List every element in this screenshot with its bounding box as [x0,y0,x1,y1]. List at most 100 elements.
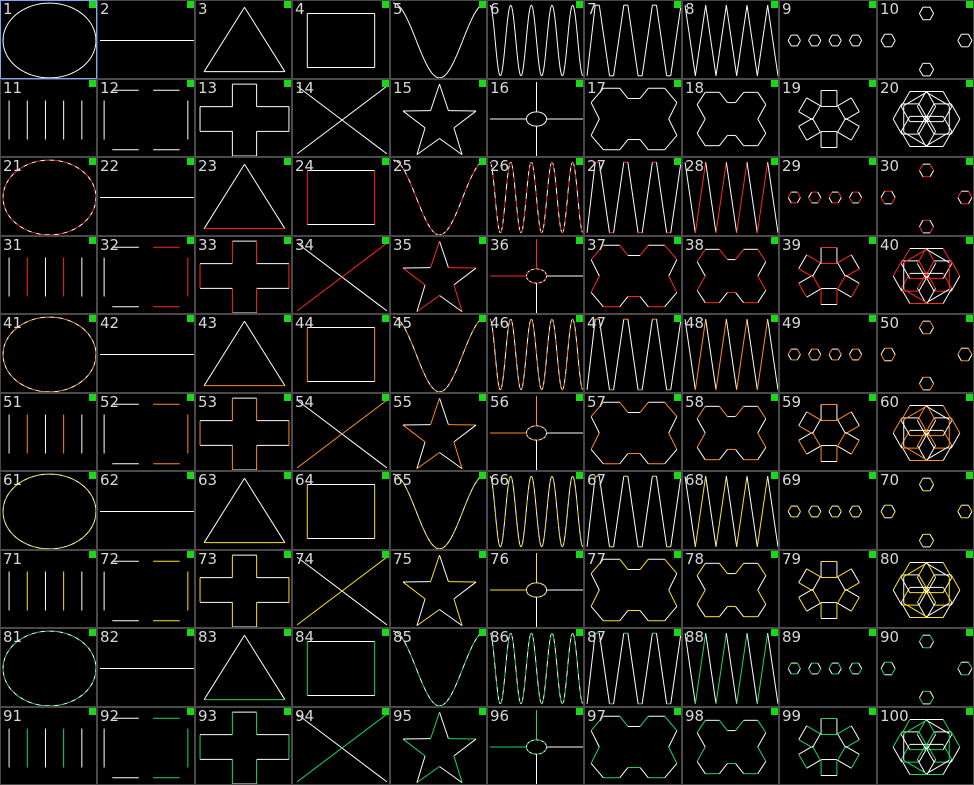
shape-cell-56[interactable]: 56 [487,393,584,471]
shape-cell-22[interactable]: 22 [97,157,195,236]
shape-cell-2[interactable]: 2 [97,0,195,79]
shape-cell-99[interactable]: 99 [779,707,877,785]
shape-cell-5[interactable]: 5 [390,0,487,79]
shape-cell-73[interactable]: 73 [195,550,292,628]
shape-cell-46[interactable]: 46 [487,314,584,393]
shape-cell-79[interactable]: 79 [779,550,877,628]
shape-cell-57[interactable]: 57 [584,393,682,471]
shape-cell-77[interactable]: 77 [584,550,682,628]
shape-cell-7[interactable]: 7 [584,0,682,79]
shape-cell-66[interactable]: 66 [487,471,584,550]
shape-cell-19[interactable]: 19 [779,79,877,157]
shape-cell-55[interactable]: 55 [390,393,487,471]
shape-cell-28[interactable]: 28 [682,157,779,236]
shape-cell-26[interactable]: 26 [487,157,584,236]
shape-cell-67[interactable]: 67 [584,471,682,550]
shape-cell-62[interactable]: 62 [97,471,195,550]
shape-cell-1[interactable]: 1 [0,0,97,79]
shape-cell-14[interactable]: 14 [292,79,390,157]
shape-cell-81[interactable]: 81 [0,628,97,707]
shape-cell-29[interactable]: 29 [779,157,877,236]
shape-cell-15[interactable]: 15 [390,79,487,157]
shape-cell-38[interactable]: 38 [682,236,779,314]
shape-cell-94[interactable]: 94 [292,707,390,785]
shape-cell-82[interactable]: 82 [97,628,195,707]
shape-cell-39[interactable]: 39 [779,236,877,314]
shape-cell-17[interactable]: 17 [584,79,682,157]
shape-cell-60[interactable]: 60 [877,393,974,471]
shape-cell-74[interactable]: 74 [292,550,390,628]
shape-cell-72[interactable]: 72 [97,550,195,628]
shape-cell-6[interactable]: 6 [487,0,584,79]
shape-cell-34[interactable]: 34 [292,236,390,314]
shape-cell-83[interactable]: 83 [195,628,292,707]
shape-cell-42[interactable]: 42 [97,314,195,393]
shape-cell-18[interactable]: 18 [682,79,779,157]
shape-cell-50[interactable]: 50 [877,314,974,393]
shape-cell-93[interactable]: 93 [195,707,292,785]
shape-cell-32[interactable]: 32 [97,236,195,314]
shape-cell-80[interactable]: 80 [877,550,974,628]
shape-cell-69[interactable]: 69 [779,471,877,550]
shape-cell-30[interactable]: 30 [877,157,974,236]
shape-cell-64[interactable]: 64 [292,471,390,550]
shape-cell-78[interactable]: 78 [682,550,779,628]
shape-cell-97[interactable]: 97 [584,707,682,785]
shape-cell-10[interactable]: 10 [877,0,974,79]
shape-cell-13[interactable]: 13 [195,79,292,157]
shape-cell-41[interactable]: 41 [0,314,97,393]
shape-cell-98[interactable]: 98 [682,707,779,785]
shape-cell-21[interactable]: 21 [0,157,97,236]
shape-cell-84[interactable]: 84 [292,628,390,707]
shape-cell-89[interactable]: 89 [779,628,877,707]
shape-cell-86[interactable]: 86 [487,628,584,707]
shape-cell-47[interactable]: 47 [584,314,682,393]
shape-cell-54[interactable]: 54 [292,393,390,471]
shape-cell-90[interactable]: 90 [877,628,974,707]
shape-cell-75[interactable]: 75 [390,550,487,628]
shape-cell-3[interactable]: 3 [195,0,292,79]
shape-cell-12[interactable]: 12 [97,79,195,157]
shape-cell-8[interactable]: 8 [682,0,779,79]
shape-cell-71[interactable]: 71 [0,550,97,628]
shape-cell-59[interactable]: 59 [779,393,877,471]
shape-cell-44[interactable]: 44 [292,314,390,393]
shape-cell-35[interactable]: 35 [390,236,487,314]
shape-cell-48[interactable]: 48 [682,314,779,393]
shape-cell-45[interactable]: 45 [390,314,487,393]
shape-cell-23[interactable]: 23 [195,157,292,236]
shape-cell-11[interactable]: 11 [0,79,97,157]
shape-cell-4[interactable]: 4 [292,0,390,79]
shape-cell-58[interactable]: 58 [682,393,779,471]
shape-cell-25[interactable]: 25 [390,157,487,236]
shape-cell-65[interactable]: 65 [390,471,487,550]
shape-cell-43[interactable]: 43 [195,314,292,393]
shape-cell-24[interactable]: 24 [292,157,390,236]
shape-cell-40[interactable]: 40 [877,236,974,314]
shape-cell-33[interactable]: 33 [195,236,292,314]
shape-cell-9[interactable]: 9 [779,0,877,79]
shape-cell-61[interactable]: 61 [0,471,97,550]
shape-cell-31[interactable]: 31 [0,236,97,314]
shape-cell-76[interactable]: 76 [487,550,584,628]
shape-cell-100[interactable]: 100 [877,707,974,785]
shape-cell-20[interactable]: 20 [877,79,974,157]
shape-cell-53[interactable]: 53 [195,393,292,471]
shape-cell-92[interactable]: 92 [97,707,195,785]
shape-cell-51[interactable]: 51 [0,393,97,471]
shape-cell-96[interactable]: 96 [487,707,584,785]
shape-cell-52[interactable]: 52 [97,393,195,471]
shape-cell-70[interactable]: 70 [877,471,974,550]
shape-cell-16[interactable]: 16 [487,79,584,157]
shape-cell-63[interactable]: 63 [195,471,292,550]
shape-cell-36[interactable]: 36 [487,236,584,314]
shape-cell-49[interactable]: 49 [779,314,877,393]
shape-cell-87[interactable]: 87 [584,628,682,707]
shape-cell-91[interactable]: 91 [0,707,97,785]
shape-cell-27[interactable]: 27 [584,157,682,236]
shape-cell-37[interactable]: 37 [584,236,682,314]
shape-cell-85[interactable]: 85 [390,628,487,707]
shape-cell-95[interactable]: 95 [390,707,487,785]
shape-cell-68[interactable]: 68 [682,471,779,550]
shape-cell-88[interactable]: 88 [682,628,779,707]
